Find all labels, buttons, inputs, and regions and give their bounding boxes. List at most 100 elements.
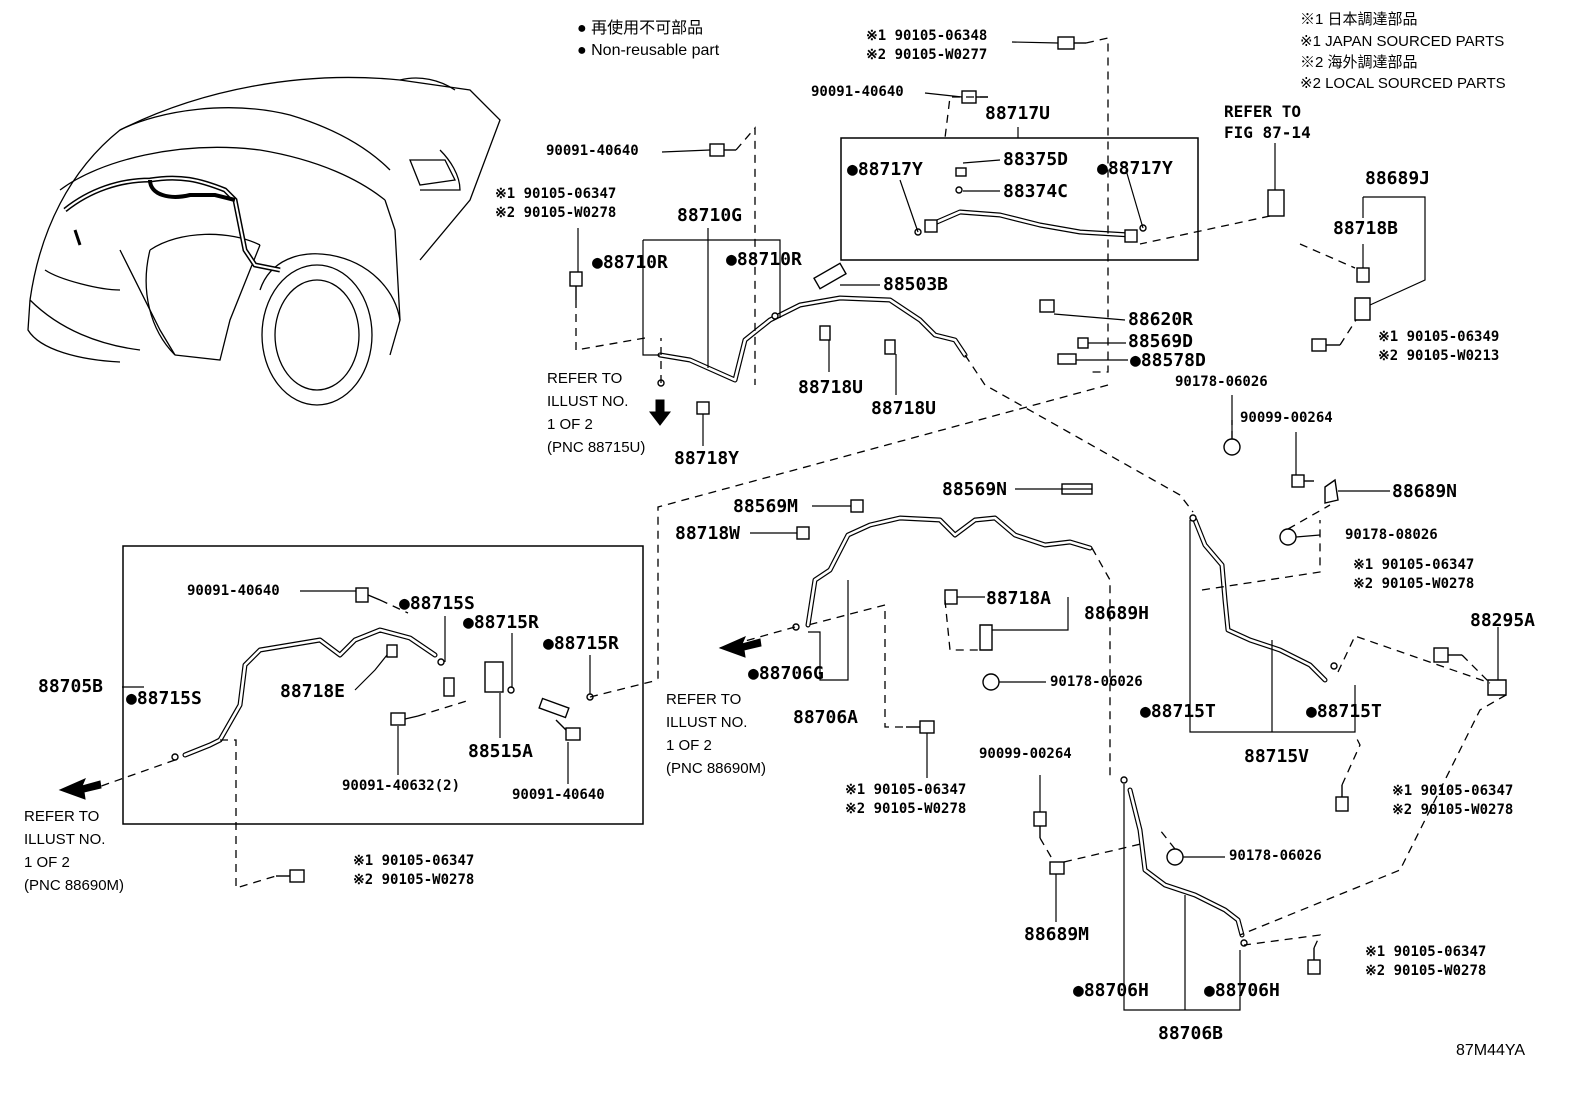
nut-icon (1223, 438, 1241, 456)
part-label: ●88710R (592, 252, 668, 273)
nut-icon (1166, 848, 1184, 866)
part-label: ●88715R (463, 612, 539, 633)
part-label: 88515A (468, 741, 534, 762)
bracket-icon (1354, 297, 1371, 321)
part-label: ※2 90105-W0278 (353, 872, 475, 888)
vehicle-illustration (27, 76, 501, 406)
part-label: ●88578D (1130, 350, 1206, 371)
part-label: 88718Y (674, 448, 740, 469)
part-label: ※1 90105-06347 (1365, 944, 1487, 960)
clip-icon (1039, 299, 1055, 313)
part-label: 88718U (871, 398, 937, 419)
clip-icon (1124, 229, 1138, 243)
arrow-down-icon (648, 399, 672, 426)
part-label: 88705B (38, 676, 104, 697)
clip-icon (924, 219, 938, 233)
part-label: 88718E (280, 681, 346, 702)
part-label: ●88715T (1306, 701, 1382, 722)
refer-b-line-1: REFER TO (666, 691, 742, 708)
bolt-icon (1033, 811, 1047, 838)
part-label: ※2 90105-W0277 (866, 47, 988, 63)
part-label: ●88706H (1204, 980, 1280, 1001)
nut-icon (1279, 528, 1297, 546)
subassembly-box-88717U (840, 137, 1199, 261)
part-label: ※2 90105-W0278 (495, 205, 617, 221)
note-2: ※1 JAPAN SOURCED PARTS (1300, 33, 1505, 50)
pipe-stub-icon (538, 697, 570, 719)
bolt-icon (355, 587, 381, 603)
note-3: ※2 海外調達部品 (1300, 54, 1418, 71)
oring-icon (1120, 776, 1128, 784)
oring-icon (507, 686, 515, 694)
bolt-icon (1335, 785, 1349, 812)
figure-id: 87M44YA (1456, 1042, 1526, 1059)
part-label: ●88717Y (847, 159, 923, 180)
oring-icon (1330, 662, 1338, 670)
bolt-icon (569, 271, 583, 300)
part-label: 90091-40632(2) (342, 778, 461, 794)
refer-a-line-3: 1 OF 2 (547, 416, 593, 433)
part-label: 88706A (793, 707, 859, 728)
bolt-icon (1057, 36, 1086, 50)
arrow-left-icon (718, 636, 762, 658)
bolt-icon (1291, 474, 1314, 488)
clip-icon (386, 644, 398, 658)
oring-icon (437, 658, 445, 666)
refer-c-line-2: ILLUST NO. (24, 831, 106, 848)
oring-icon (1189, 514, 1197, 522)
refer-fig-line-2: FIG 87-14 (1224, 123, 1311, 142)
part-label: ※2 90105-W0278 (1365, 963, 1487, 979)
part-label: 88620R (1128, 309, 1194, 330)
part-label: 90099-00264 (979, 746, 1072, 762)
bolt-icon (390, 712, 419, 726)
part-label: 90091-40640 (512, 787, 605, 803)
clip-icon (819, 325, 831, 341)
bracket-icon (1324, 478, 1339, 504)
clip-icon (1356, 267, 1370, 283)
part-label: ※1 90105-06347 (353, 853, 475, 869)
bolt-icon (1311, 338, 1340, 352)
refer-a-line-4: (PNC 88715U) (547, 439, 646, 456)
part-label: 90091-40640 (187, 583, 280, 599)
refer-c-line-1: REFER TO (24, 808, 100, 825)
bolt-icon (709, 143, 736, 157)
bolt-icon (906, 720, 935, 734)
nut-icon (982, 673, 1000, 691)
oring-icon (955, 186, 963, 194)
refer-b-line-4: (PNC 88690M) (666, 760, 767, 777)
bracket-icon (979, 624, 993, 651)
refer-a-line-1: REFER TO (547, 370, 623, 387)
bracket-icon (1487, 679, 1507, 696)
part-label: 88569M (733, 496, 799, 517)
bolt-icon (1433, 647, 1462, 663)
refer-fig-line-1: REFER TO (1224, 102, 1302, 121)
part-label: 88374C (1003, 181, 1069, 202)
connector-icon (955, 167, 967, 177)
part-label: ●88715R (543, 633, 619, 654)
part-label: ●88715S (126, 688, 202, 709)
refer-b-line-3: 1 OF 2 (666, 737, 712, 754)
part-label: ●88706G (748, 663, 824, 684)
clip-icon (884, 339, 896, 355)
part-label: ※1 90105-06347 (1353, 557, 1475, 573)
bolt-icon (555, 719, 581, 741)
part-label: ●88717Y (1097, 158, 1173, 179)
refer-b-line-2: ILLUST NO. (666, 714, 748, 731)
part-label: 88689J (1365, 168, 1431, 189)
note-1: ※1 日本調達部品 (1300, 11, 1418, 28)
clip-icon (850, 499, 864, 513)
clip-icon (944, 589, 958, 605)
part-label: 90099-00264 (1240, 410, 1333, 426)
arrow-left-icon (58, 778, 102, 800)
part-label: 88375D (1003, 149, 1069, 170)
oring-icon (171, 753, 179, 761)
part-label: ※1 90105-06347 (495, 186, 617, 202)
part-label: ※1 90105-06347 (845, 782, 967, 798)
part-label: 88715V (1244, 746, 1310, 767)
part-label: ●88715S (399, 593, 475, 614)
part-label: 88718W (675, 523, 741, 544)
part-label: ※2 90105-W0278 (845, 801, 967, 817)
note-4: ※2 LOCAL SOURCED PARTS (1300, 75, 1506, 92)
part-label: ※2 90105-W0213 (1378, 348, 1500, 364)
part-label: ●88710R (726, 249, 802, 270)
